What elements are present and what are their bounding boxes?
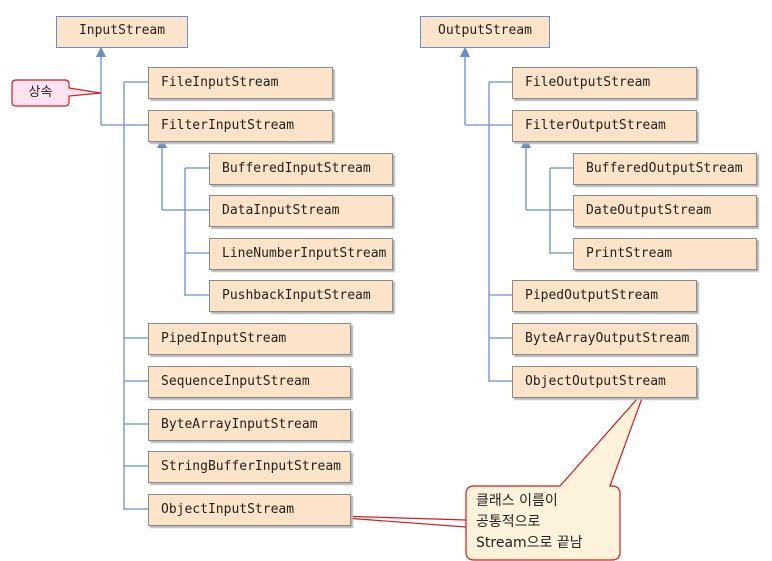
- fileinputstream-box: FileInputStream: [148, 67, 333, 99]
- bufferedinputstream-box: BufferedInputStream: [209, 153, 393, 185]
- inheritance-label: 상속: [28, 85, 53, 100]
- objectoutputstream-box: ObjectOutputStream: [512, 366, 697, 398]
- fileoutputstream-box: FileOutputStream: [512, 67, 697, 99]
- naming-note-line2: 공통적으로: [476, 514, 541, 530]
- stringbufferinputstream-box: StringBufferInputStream: [148, 451, 351, 483]
- inheritance-callout: [11, 79, 102, 107]
- naming-callout: [304, 389, 646, 561]
- bufferedoutputstream-box: BufferedOutputStream: [573, 153, 757, 185]
- naming-note-line3: Stream으로 끝남: [476, 535, 583, 551]
- filterinputstream-box: FilterInputStream: [148, 110, 333, 142]
- outputstream-box: OutputStream: [420, 16, 550, 48]
- inputstream-box: InputStream: [56, 16, 188, 48]
- datainputstream-box: DataInputStream: [209, 195, 393, 227]
- sequenceinputstream-box: SequenceInputStream: [148, 366, 351, 398]
- input-connectors: [95, 46, 209, 510]
- linenumberinputstream-box: LineNumberInputStream: [209, 238, 393, 270]
- printstream-box: PrintStream: [573, 238, 757, 270]
- bytearrayinputstream-box: ByteArrayInputStream: [148, 409, 351, 441]
- filteroutputstream-box: FilterOutputStream: [512, 110, 697, 142]
- output-connectors: [459, 46, 573, 382]
- pipedoutputstream-box: PipedOutputStream: [512, 280, 697, 312]
- pushbackinputstream-box: PushbackInputStream: [209, 280, 393, 312]
- dateoutputstream-box: DateOutputStream: [573, 195, 757, 227]
- objectinputstream-box: ObjectInputStream: [148, 494, 351, 526]
- pipedinputstream-box: PipedInputStream: [148, 323, 351, 355]
- bytearrayoutputstream-box: ByteArrayOutputStream: [512, 323, 697, 355]
- naming-note-line1: 클래스 이름이: [476, 493, 558, 509]
